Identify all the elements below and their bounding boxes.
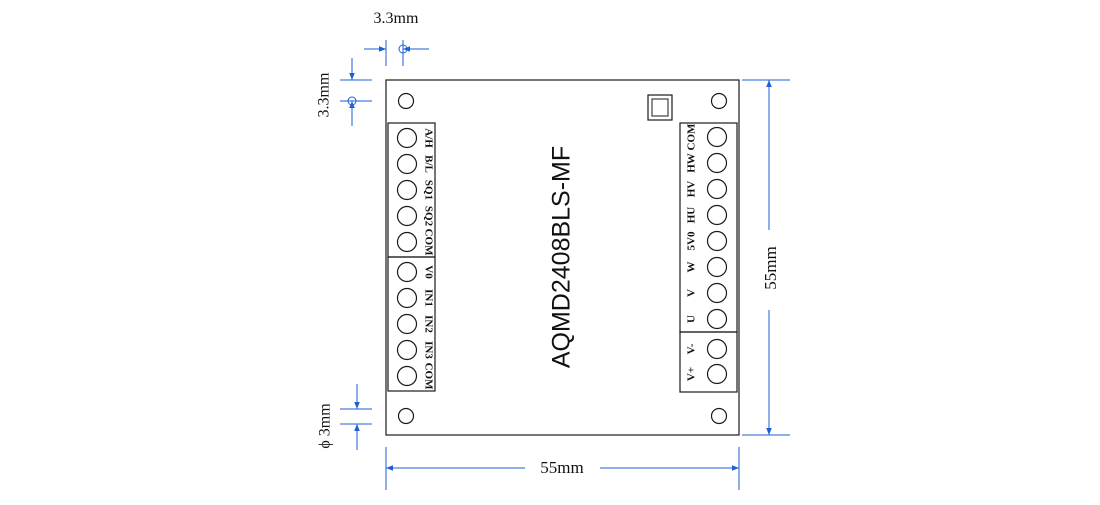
terminal-pin-label: IN2 [422, 315, 434, 333]
terminal-pin-label: COM [422, 363, 434, 391]
terminal-pin-label: A/H [422, 128, 434, 148]
terminal-pin-label: V [686, 289, 698, 297]
dimension-label-hole-offset-y: 3.3mm [316, 72, 333, 117]
terminal-pin-label: IN3 [422, 341, 434, 359]
terminal-screw [396, 153, 418, 175]
terminal-screw [706, 178, 728, 200]
terminal-screw [396, 205, 418, 227]
dimension-label-board-width: 55mm [540, 458, 583, 477]
dimension-label-hole-offset-x: 3.3mm [374, 10, 419, 27]
terminal-screw [396, 365, 418, 387]
terminal-pin-label: B/L [422, 155, 434, 173]
dimension-hole-diameter [340, 384, 372, 450]
left-terminal-block-lower [387, 256, 436, 392]
board-model-title: AQMD2408BLS-MF [548, 146, 576, 368]
mounting-hole-bottom-right [710, 407, 728, 425]
terminal-screw [396, 231, 418, 253]
terminal-screw [706, 338, 728, 360]
dimension-hole-offset-y [340, 58, 372, 126]
terminal-screw [706, 230, 728, 252]
dimension-label-board-height: 55mm [761, 246, 780, 289]
dimension-board-width [385, 447, 740, 490]
dimension-hole-offset-x [364, 40, 429, 66]
terminal-pin-label: HU [686, 207, 698, 224]
terminal-pin-label: HW [686, 153, 698, 173]
terminal-pin-label: W [686, 262, 698, 273]
mounting-hole-top-left [397, 92, 415, 110]
terminal-screw [396, 313, 418, 335]
terminal-screw [706, 256, 728, 278]
terminal-pin-label: COM [686, 123, 698, 151]
terminal-pin-label: V0 [422, 265, 434, 279]
terminal-screw [396, 339, 418, 361]
terminal-pin-label: SQ1 [422, 180, 434, 200]
terminal-pin-label: 5V0 [686, 231, 698, 250]
terminal-pin-label: COM [422, 229, 434, 257]
terminal-screw [706, 308, 728, 330]
terminal-screw [706, 152, 728, 174]
push-button [647, 94, 673, 121]
right-terminal-block-lower [679, 331, 738, 393]
dimension-label-hole-diameter: ϕ 3mm [317, 403, 334, 449]
terminal-screw [706, 363, 728, 385]
terminal-screw [706, 204, 728, 226]
terminal-screw [396, 261, 418, 283]
terminal-pin-label: HV [686, 181, 698, 198]
terminal-screw [396, 127, 418, 149]
terminal-screw [396, 287, 418, 309]
terminal-pin-label: V+ [686, 367, 698, 381]
terminal-pin-label: V- [686, 343, 698, 354]
terminal-screw [396, 179, 418, 201]
terminal-pin-label: U [686, 315, 698, 323]
terminal-pin-label: IN1 [422, 289, 434, 307]
mounting-hole-bottom-left [397, 407, 415, 425]
dimension-board-height [742, 79, 790, 436]
terminal-pin-label: SQ2 [422, 206, 434, 227]
terminal-screw [706, 126, 728, 148]
mounting-hole-top-right [710, 92, 728, 110]
terminal-screw [706, 282, 728, 304]
